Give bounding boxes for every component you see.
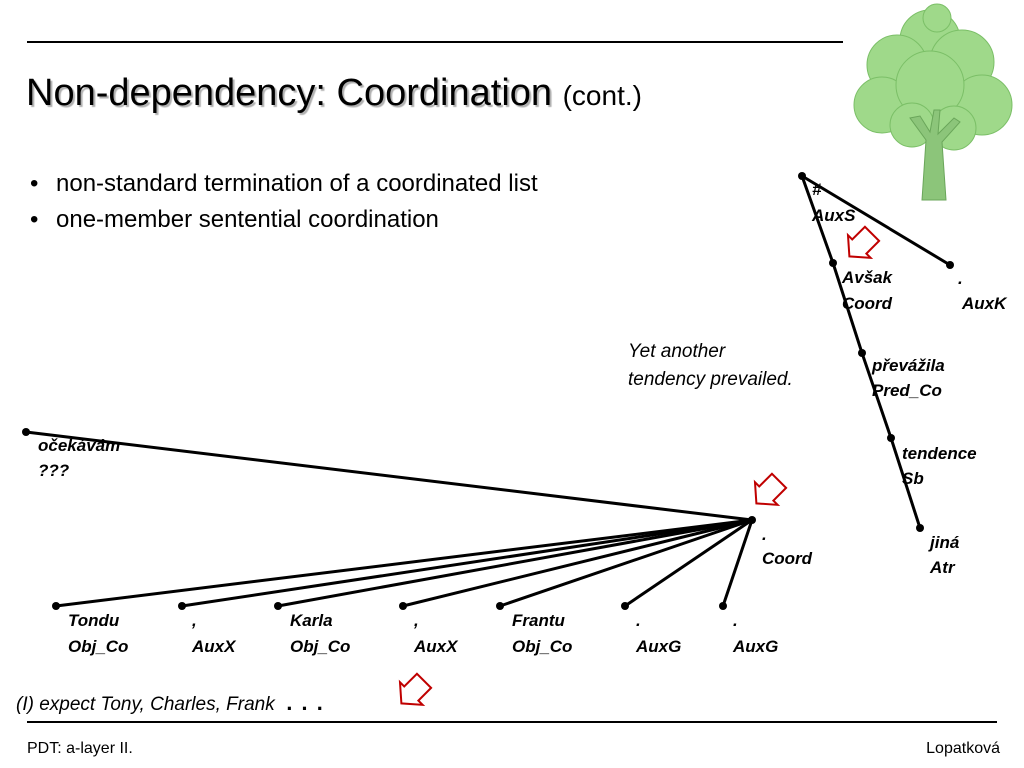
- bullet-text: one-member sentential coordination: [56, 206, 439, 233]
- node-dot: [798, 172, 806, 180]
- node-word: .: [762, 525, 767, 544]
- node-word: jiná: [928, 533, 959, 552]
- edge: [180, 518, 754, 608]
- node-word: očekávám: [38, 436, 120, 455]
- node-dot: [178, 602, 186, 610]
- bullet-text: non-standard termination of a coordinate…: [56, 170, 538, 197]
- bullet-item: •one-member sentential coordination: [30, 206, 439, 233]
- example-ellipsis: ...: [282, 692, 329, 717]
- footer-rule: [27, 721, 997, 723]
- hollow-arrow-icon: [398, 672, 433, 707]
- node-afun: Obj_Co: [512, 637, 572, 656]
- node-afun: Obj_Co: [290, 637, 350, 656]
- footer-right: Lopatková: [926, 740, 1000, 757]
- edge: [800, 174, 835, 265]
- caption-line1: Yet another: [628, 341, 726, 362]
- edge: [889, 436, 922, 530]
- hollow-arrow-icon: [846, 225, 881, 260]
- footer-left: PDT: a-layer II.: [27, 740, 133, 757]
- edge: [831, 261, 864, 355]
- node-afun: ???: [38, 461, 70, 480]
- node-word: tendence: [902, 444, 977, 463]
- node-dot: [719, 602, 727, 610]
- node-word: Tondu: [68, 611, 120, 630]
- node-dot: [22, 428, 30, 436]
- node-dot: [829, 259, 837, 267]
- tree-logo-icon: [853, 3, 1013, 201]
- node-afun: Coord: [842, 294, 893, 313]
- node-afun: Pred_Co: [872, 381, 942, 400]
- slide-title: Non-dependency: Coordination (cont.): [26, 72, 642, 115]
- node-word: .: [958, 269, 963, 288]
- node-afun: AuxX: [413, 637, 459, 656]
- caption-line2: tendency prevailed.: [628, 369, 793, 390]
- node-word: převážila: [871, 356, 945, 375]
- edge: [401, 518, 754, 608]
- node-word: .: [733, 611, 738, 630]
- edge: [860, 351, 893, 440]
- bullet-item: •non-standard termination of a coordinat…: [30, 170, 538, 197]
- node-dot: [52, 602, 60, 610]
- node-word: .: [636, 611, 641, 630]
- node-afun: Sb: [902, 469, 924, 488]
- node-dot: [858, 349, 866, 357]
- node-dot: [946, 261, 954, 269]
- node-afun: AuxK: [961, 294, 1008, 313]
- top-rule: [27, 41, 843, 43]
- node-word: Frantu: [512, 611, 566, 630]
- node-word: Karla: [290, 611, 333, 630]
- node-dot: [887, 434, 895, 442]
- edge: [800, 174, 952, 267]
- node-afun: AuxS: [811, 206, 856, 225]
- title-sub: (cont.): [562, 80, 642, 111]
- node-dot: [274, 602, 282, 610]
- node-dot: [916, 524, 924, 532]
- node-word: ,: [191, 611, 197, 630]
- node-afun: AuxG: [635, 637, 681, 656]
- node-afun: Atr: [929, 558, 956, 577]
- title-main: Non-dependency: Coordination: [26, 72, 553, 114]
- node-afun: AuxG: [732, 637, 778, 656]
- hollow-arrow-icon: [753, 472, 788, 507]
- node-dot: [748, 516, 756, 524]
- node-word: Avšak: [841, 268, 894, 287]
- edge: [721, 518, 754, 608]
- node-afun: Coord: [762, 549, 813, 568]
- node-word: #: [812, 180, 822, 199]
- node-dot: [496, 602, 504, 610]
- example-text: (I) expect Tony, Charles, Frank: [16, 694, 275, 715]
- edge: [24, 430, 754, 522]
- edge: [498, 518, 754, 608]
- node-afun: AuxX: [191, 637, 237, 656]
- node-afun: Obj_Co: [68, 637, 128, 656]
- node-word: ,: [413, 611, 419, 630]
- bullet-list: •non-standard termination of a coordinat…: [30, 166, 538, 238]
- node-dot: [621, 602, 629, 610]
- edge: [54, 518, 754, 608]
- node-dot: [399, 602, 407, 610]
- edge: [623, 518, 754, 608]
- example-sentence: (I) expect Tony, Charles, Frank...: [16, 692, 328, 717]
- edge: [276, 518, 754, 608]
